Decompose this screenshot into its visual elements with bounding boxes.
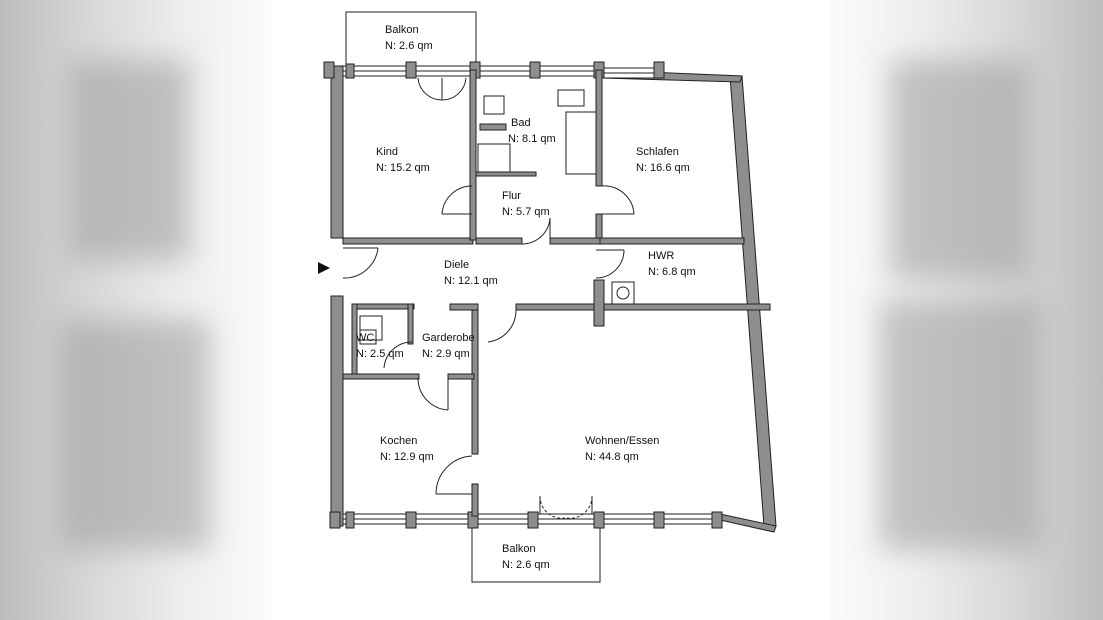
entrance-arrow-icon <box>318 262 330 274</box>
window-piers-bottom <box>329 511 723 529</box>
interior-walls <box>342 69 771 517</box>
room-label-flur: Flur N: 5.7 qm <box>502 190 550 218</box>
room-label-kind: Kind N: 15.2 qm <box>376 146 430 174</box>
balcony-bottom-outline <box>471 520 601 583</box>
wall-left-lower <box>330 295 344 527</box>
room-label-schlafen: Schlafen N: 16.6 qm <box>636 146 690 174</box>
balcony-top-outline <box>345 11 477 64</box>
windows-top <box>342 65 662 79</box>
wc-fixtures <box>359 315 383 345</box>
room-label-wohnen: Wohnen/Essen N: 44.8 qm <box>585 435 660 463</box>
wall-left-upper <box>330 65 344 239</box>
room-label-wc: WC N: 2.5 qm <box>356 332 404 360</box>
room-label-bad: Bad N: 8.1 qm <box>508 117 556 145</box>
room-label-balkon-top: Balkon N: 2.6 qm <box>385 24 433 52</box>
room-label-garderobe: Garderobe N: 2.9 qm <box>422 332 475 360</box>
room-label-balkon-bottom: Balkon N: 2.6 qm <box>502 543 550 571</box>
wall-right-slanted <box>729 75 777 527</box>
bad-fixtures <box>477 89 597 175</box>
washing-machine-icon <box>611 281 635 305</box>
room-label-kochen: Kochen N: 12.9 qm <box>380 435 434 463</box>
room-label-diele: Diele N: 12.1 qm <box>444 259 498 287</box>
room-label-hwr: HWR N: 6.8 qm <box>648 250 696 278</box>
door-swing-icon <box>342 77 635 519</box>
